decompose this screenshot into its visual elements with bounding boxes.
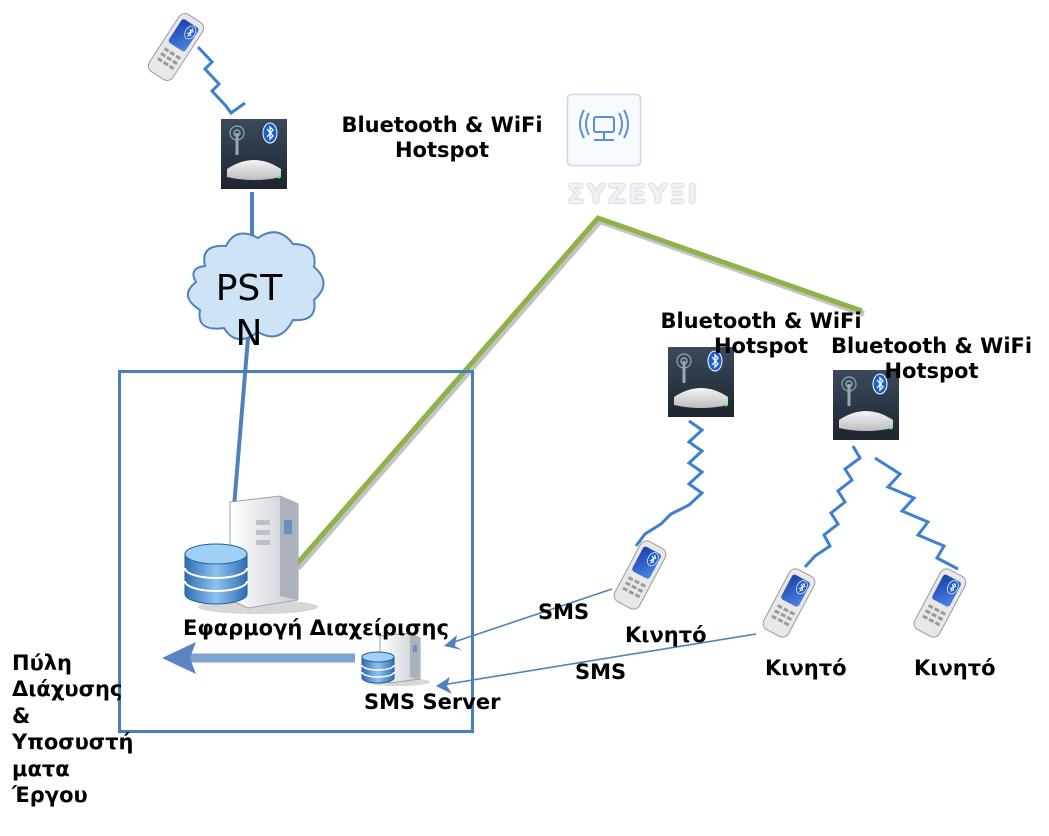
system-boundary-box bbox=[118, 370, 474, 733]
link-pstn-server bbox=[232, 337, 250, 508]
network-adapter-icon bbox=[566, 93, 642, 167]
app-server-label: Εφαρμογή Διαχείρισης bbox=[183, 616, 449, 640]
mobile-label-2: Κινητό bbox=[765, 656, 847, 680]
wireless-link-mobile-3 bbox=[874, 456, 959, 571]
wireless-link-mobile-2 bbox=[803, 445, 862, 569]
wireless-link-mobile-1 bbox=[634, 419, 705, 547]
sms-server-label: SMS Server bbox=[364, 690, 501, 714]
pstn-cloud bbox=[187, 231, 325, 340]
pstn-label: PST N bbox=[215, 268, 283, 354]
mobile-phone-2 bbox=[761, 566, 818, 639]
syzeyxi-label: ΣΥΖΕΥΞΙ bbox=[567, 180, 700, 210]
sms-label-2: SMS bbox=[575, 660, 627, 684]
wireless-link-top bbox=[196, 45, 246, 116]
sms-link-2 bbox=[441, 633, 757, 686]
hotspot-label-mid: Bluetooth & WiFi Hotspot bbox=[660, 309, 862, 359]
hotspot-router-top bbox=[219, 117, 289, 191]
mobile-phone-1 bbox=[612, 538, 669, 611]
application-server-icon bbox=[184, 495, 318, 614]
gateway-label: Πύλη Διάχυσης & Υποσυστή ματα Έργου bbox=[12, 651, 134, 808]
mobile-phone-3 bbox=[912, 566, 969, 639]
sms-server-icon bbox=[361, 632, 430, 686]
gateway-arrow-head bbox=[162, 642, 196, 674]
sms-link-1 bbox=[450, 588, 613, 644]
hotspot-label-top: Bluetooth & WiFi Hotspot bbox=[341, 113, 543, 163]
mobile-phone-top bbox=[146, 11, 207, 83]
database-icon bbox=[184, 543, 248, 605]
sms-label-1: SMS bbox=[538, 600, 590, 624]
mobile-label-1: Κινητό bbox=[625, 623, 707, 647]
hotspot-label-right: Bluetooth & WiFi Hotspot bbox=[830, 334, 1033, 384]
link-syzeyxi bbox=[294, 215, 863, 567]
mobile-label-3: Κινητό bbox=[914, 656, 996, 680]
